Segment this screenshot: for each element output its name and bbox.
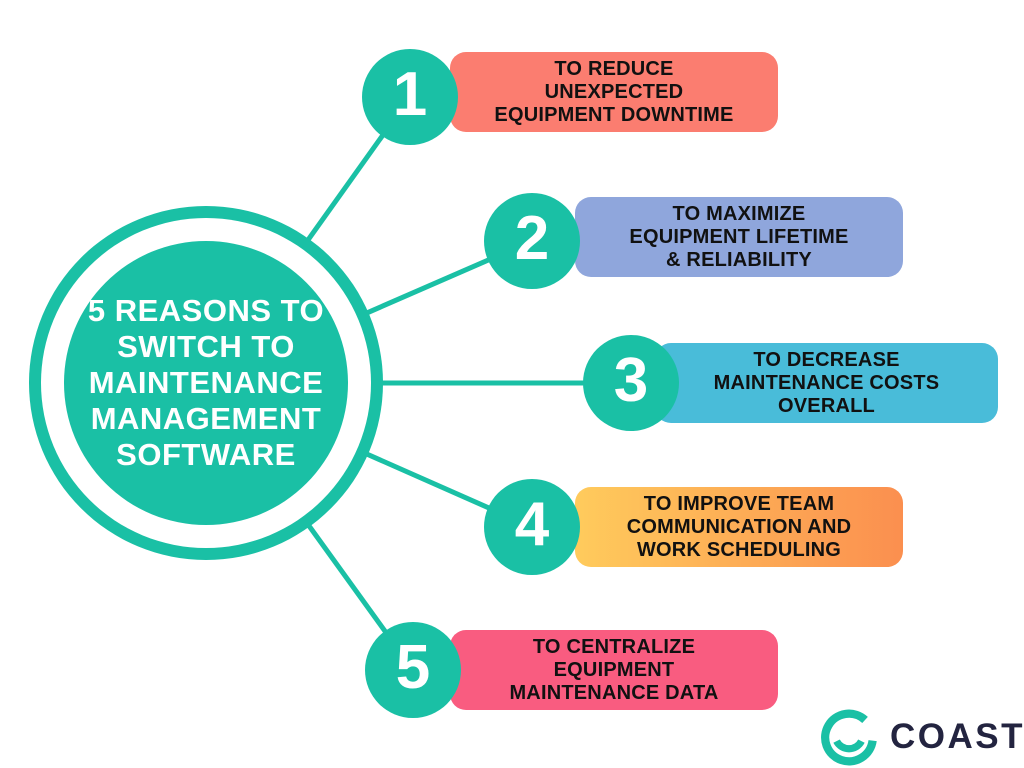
reason-box-1: TO REDUCE UNEXPECTED EQUIPMENT DOWNTIME [450, 52, 778, 132]
central-circle-gap: 5 REASONS TO SWITCH TO MAINTENANCE MANAG… [41, 218, 371, 548]
reason-box-5: TO CENTRALIZE EQUIPMENT MAINTENANCE DATA [450, 630, 778, 710]
central-circle: 5 REASONS TO SWITCH TO MAINTENANCE MANAG… [29, 206, 383, 560]
smile-shape [833, 739, 865, 753]
title-line: SWITCH TO [117, 329, 295, 365]
infographic-title: 5 REASONS TO SWITCH TO MAINTENANCE MANAG… [64, 293, 348, 473]
reason-text: MAINTENANCE COSTS [713, 371, 940, 394]
number-label: 2 [514, 204, 550, 273]
reason-text: TO DECREASE [753, 348, 900, 371]
reason-text: TO CENTRALIZE [532, 635, 696, 658]
reason-text: TO IMPROVE TEAM [643, 492, 835, 515]
reason-box-4: TO IMPROVE TEAM COMMUNICATION AND WORK S… [575, 487, 903, 567]
number-badge-5: 5 [365, 622, 461, 718]
brand-wordmark: COAST [890, 717, 1024, 756]
reason-text: MAINTENANCE DATA [509, 681, 719, 704]
reason-text: UNEXPECTED [544, 80, 684, 103]
reason-text: COMMUNICATION AND [626, 515, 852, 538]
number-badge-4: 4 [484, 479, 580, 575]
reason-text: OVERALL [778, 394, 875, 417]
reason-text: EQUIPMENT LIFETIME [629, 225, 849, 248]
title-line: MANAGEMENT [90, 400, 322, 436]
number-badge-1: 1 [362, 49, 458, 145]
coast-logo: COAST [820, 708, 1024, 766]
reason-text: WORK SCHEDULING [636, 538, 842, 561]
title-line: 5 REASONS TO [87, 293, 325, 329]
reason-text: TO REDUCE [554, 57, 674, 80]
reason-box-2: TO MAXIMIZE EQUIPMENT LIFETIME & RELIABI… [575, 197, 903, 277]
ring-shape [821, 709, 877, 766]
title-line: MAINTENANCE [88, 365, 324, 401]
number-label: 4 [514, 490, 550, 559]
number-label: 5 [395, 633, 431, 702]
title-line: SOFTWARE [116, 436, 296, 472]
number-label: 3 [613, 346, 649, 415]
reason-text: & RELIABILITY [666, 248, 812, 271]
number-label: 1 [392, 60, 428, 129]
number-badge-2: 2 [484, 193, 580, 289]
reason-text: EQUIPMENT DOWNTIME [494, 103, 734, 126]
coast-smile-icon [821, 709, 877, 766]
reason-text: TO MAXIMIZE [672, 202, 806, 225]
central-circle-inner: 5 REASONS TO SWITCH TO MAINTENANCE MANAG… [64, 241, 348, 525]
number-badge-3: 3 [583, 335, 679, 431]
reason-box-3: TO DECREASE MAINTENANCE COSTS OVERALL [655, 343, 998, 423]
reason-text: EQUIPMENT [553, 658, 675, 681]
